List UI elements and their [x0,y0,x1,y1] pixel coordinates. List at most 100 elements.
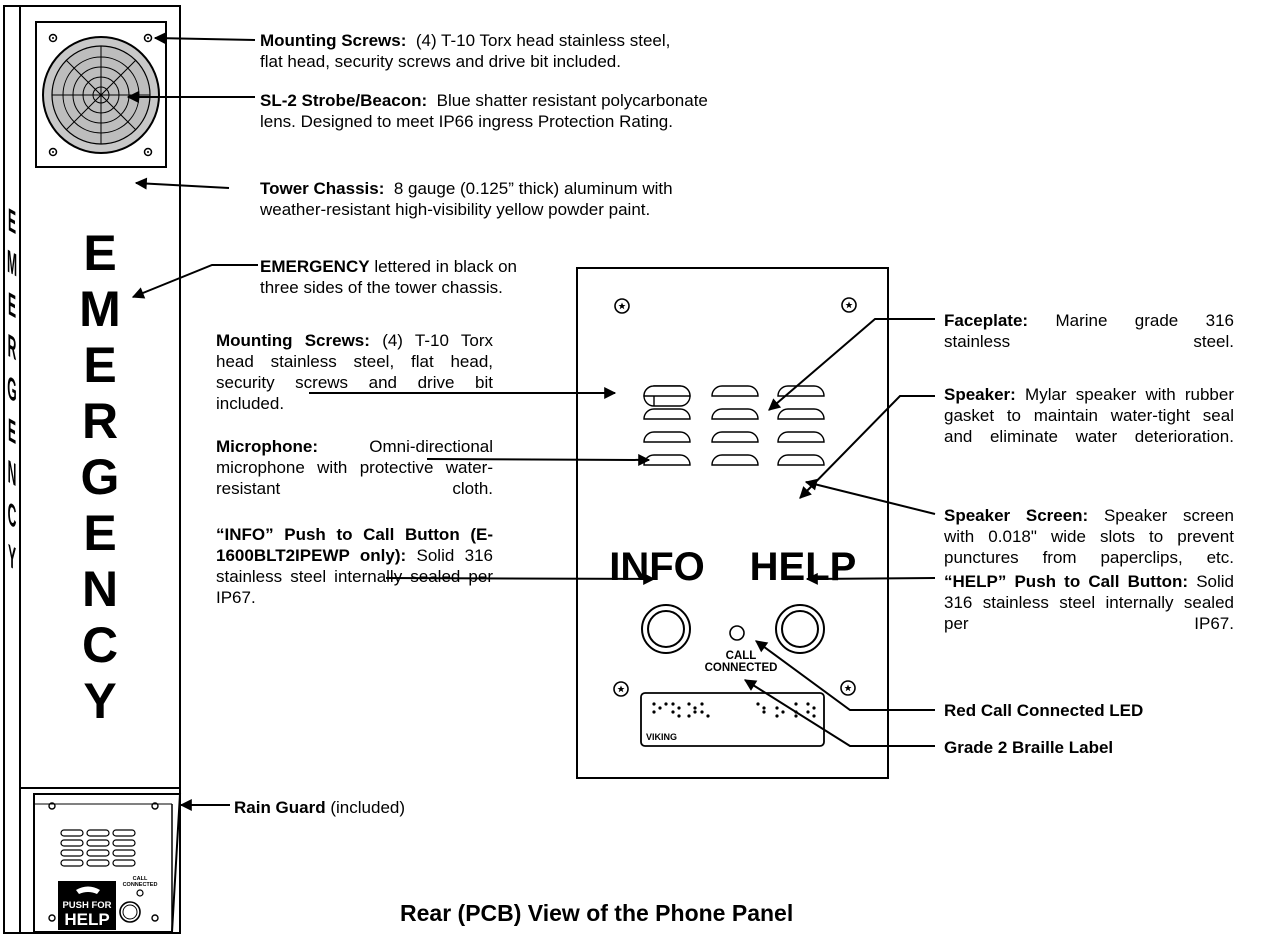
side-letter: G [7,370,16,410]
callout-body: (4) T-10 Torx head stainless steel, flat… [216,331,493,413]
callout-speaker: Speaker: Mylar speaker with rubber gaske… [944,384,1234,447]
front-letter: N [82,561,118,617]
callout-faceplate: Faceplate: Marine grade 316 stainless st… [944,310,1234,352]
callout-title: Rain Guard [234,798,326,817]
help-plate-label: HELP [64,910,109,929]
leader-microphone [426,453,651,466]
callout-title: Speaker: [944,385,1016,404]
mini-led [136,889,144,897]
tower-side-lettering: E M E R G E N C Y [7,203,17,579]
callout-emergency: EMERGENCY lettered in black on three sid… [260,256,680,298]
callout-body: Speaker screen with 0.018" wide slots to… [944,506,1234,567]
braille-label [640,692,825,747]
callout-body: (4) T-10 Torx head stainless steel, [415,31,671,50]
leader-tower-chassis [134,177,230,190]
leader-led [755,640,935,711]
leader-braille [743,679,935,747]
callout-help-button: “HELP” Push to Call Button: Solid 316 st… [944,571,1234,634]
callout-body: Marine grade 316 stainless steel. [944,311,1234,351]
front-letter: M [79,281,121,337]
mini-call-label: CALL [133,876,148,882]
mini-speaker-grille [60,829,136,867]
callout-body: lens. Designed to meet IP66 ingress Prot… [260,112,673,131]
leader-speaker [799,395,935,499]
callout-led: Red Call Connected LED [944,700,1244,721]
side-letter: E [8,287,16,327]
callout-title: Microphone: [216,437,318,456]
phone-panel: INFO HELP CALL CONNECTED VIKING [576,267,889,779]
callout-title: “HELP” Push to Call Button: [944,572,1189,591]
front-letter: G [81,449,120,505]
braille-dots [652,702,816,718]
callout-title: Red Call Connected LED [944,701,1144,720]
tower-front-lettering: E M E R G E N C Y [79,225,121,729]
callout-body: Solid 316 stainless steel internally sea… [944,572,1234,633]
callout-title: Mounting Screws: [260,31,407,50]
front-letter: C [82,617,118,673]
callout-body: lettered in black on [374,257,518,276]
info-button [641,604,691,654]
front-letter: E [83,225,116,281]
strobe-screws [48,33,153,157]
callout-title: Faceplate: [944,311,1029,330]
speaker-grille [643,385,825,466]
callout-rain-guard: Rain Guard (included) [234,797,534,818]
callout-title: Tower Chassis: [260,179,385,198]
callout-mounting-screws-panel: Mounting Screws: (4) T-10 Torx head stai… [216,330,493,414]
side-letter: M [7,244,17,285]
callout-speaker-screen: Speaker Screen: Speaker screen with 0.01… [944,505,1234,568]
callout-body: Blue shatter resistant polycarbonate [436,91,708,110]
leader-lines [126,32,936,811]
callout-title: SL-2 Strobe/Beacon: [260,91,428,110]
side-letter: N [8,454,17,494]
callout-body: Mylar speaker with rubber gasket to main… [944,385,1235,446]
leader-faceplate [768,318,935,411]
callout-strobe: SL-2 Strobe/Beacon: Blue shatter resista… [260,90,840,132]
callout-body: 8 gauge (0.125” thick) aluminum with [393,179,673,198]
panel-call-label: CALL [726,650,757,662]
push-for-label: PUSH FOR [62,900,111,911]
tower: E M E R G E N C Y E M E R G E N C Y [3,5,182,934]
leader-help-button [805,572,936,585]
callout-body: (included) [330,798,406,817]
strobe-lens [42,36,160,154]
callout-body: Omni-directional microphone with protect… [216,437,493,498]
callout-title: Grade 2 Braille Label [944,738,1114,757]
callout-body: Solid 316 stainless steel internally sea… [216,546,494,607]
call-connected-led [729,625,745,641]
callout-info-button: “INFO” Push to Call Button (E-1600BLT2IP… [216,524,493,608]
leader-speaker-screen [804,478,936,515]
mini-connected-label: CONNECTED [123,882,158,888]
callout-title: Speaker Screen: [944,506,1089,525]
front-letter: E [83,505,116,561]
panel-connected-label: CONNECTED [705,662,778,674]
panel-screws [613,297,857,697]
leader-info-button [385,572,656,585]
callout-title: EMERGENCY [260,257,370,276]
callout-braille: Grade 2 Braille Label [944,737,1244,758]
side-letter: E [8,413,16,453]
callout-microphone: Microphone: Omni-directional microphone … [216,436,493,499]
rain-guard-assembly: CALL CONNECTED PUSH FOR HELP [20,787,182,933]
front-letter: E [83,337,116,393]
panel-info-label: INFO [609,545,705,589]
callout-mounting-screws-top: Mounting Screws: (4) T-10 Torx head stai… [260,30,820,72]
callout-body: weather-resistant high-visibility yellow… [260,200,651,219]
leader-mounting-screws-top [153,32,256,45]
callout-title: Mounting Screws: [216,331,370,350]
side-letter: E [8,203,16,243]
side-letter: C [8,496,17,536]
callout-body: flat head, security screws and drive bit… [260,52,621,71]
callout-tower-chassis: Tower Chassis: 8 gauge (0.125” thick) al… [260,178,820,220]
brand-label: VIKING [646,732,677,742]
figure-caption: Rear (PCB) View of the Phone Panel [400,900,794,926]
side-letter: Y [8,539,16,579]
front-letter: R [82,393,118,449]
callout-title: “INFO” Push to Call Button (E-1600BLT2IP… [216,525,493,565]
front-letter: Y [83,673,116,729]
side-letter: R [8,328,17,368]
panel-help-label: HELP [750,545,857,589]
help-button [775,604,825,654]
callout-body: three sides of the tower chassis. [260,278,503,297]
